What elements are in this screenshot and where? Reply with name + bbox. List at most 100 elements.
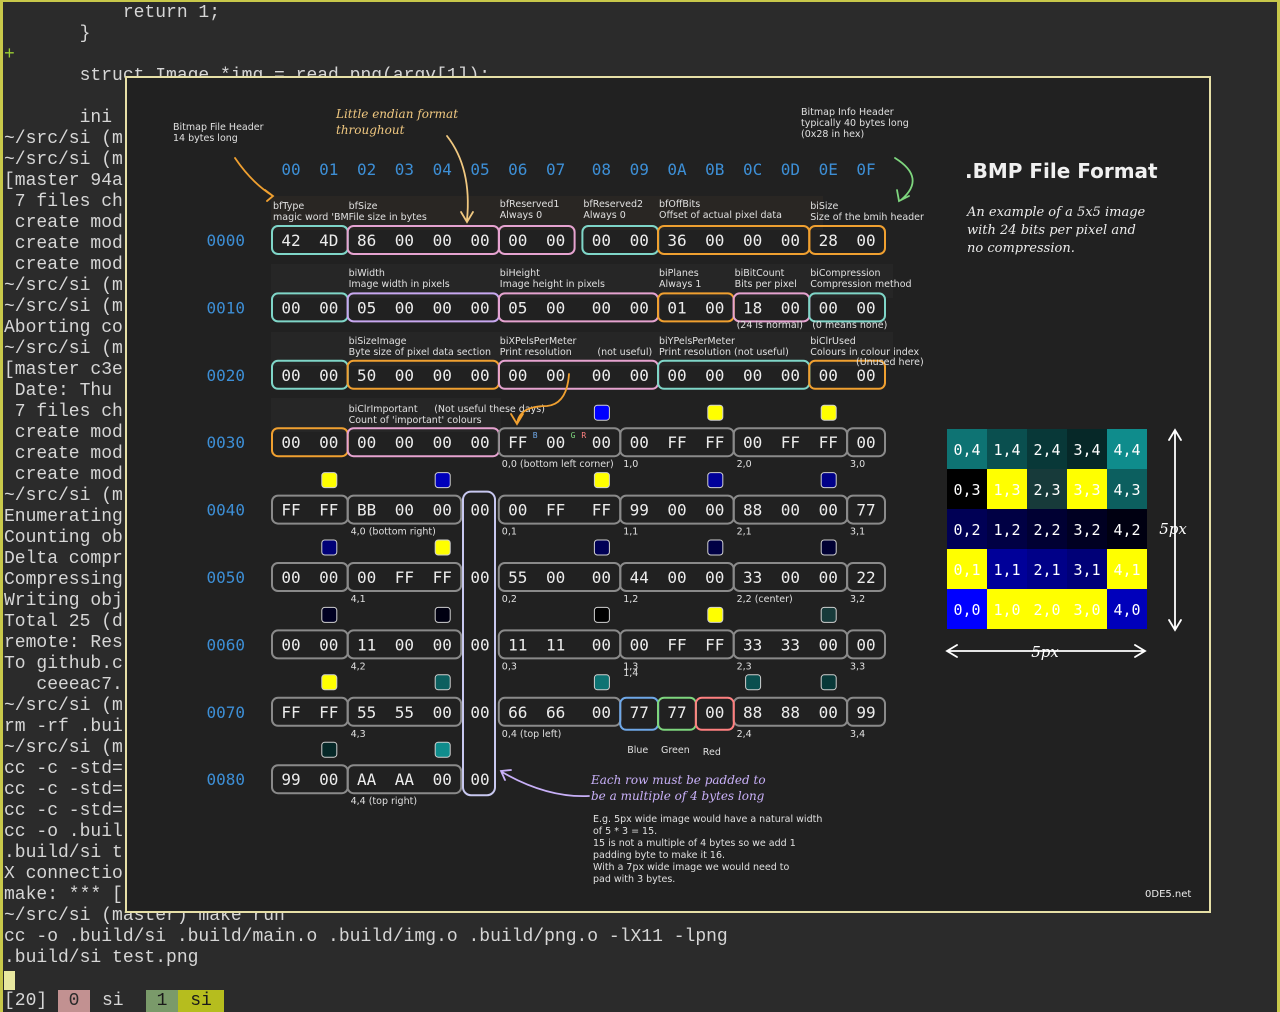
pixel-grid-label: 1,1 [993, 561, 1020, 579]
pixel-colour-swatch [434, 674, 451, 691]
red-label: Red [703, 747, 721, 758]
pixel-box [846, 494, 886, 525]
field-annotation: Bits per pixel [735, 279, 797, 290]
hex-byte: FF [433, 568, 452, 587]
hex-byte: FF [781, 433, 800, 452]
window-0-name[interactable]: si [102, 991, 124, 1011]
column-header: 0C [743, 160, 762, 179]
field-annotation: Compression method [810, 279, 911, 290]
pixel-coordinate-label: 1,1 [623, 527, 638, 538]
padding-detail: 15 is not a multiple of 4 bytes so we ad… [593, 838, 796, 849]
hex-byte: 00 [433, 298, 452, 317]
hex-byte: FF [667, 635, 686, 654]
hex-byte: FF [508, 433, 527, 452]
row-header: 0000 [206, 231, 245, 250]
pixel-coordinate-label: 0,3 [502, 661, 517, 672]
window-1-index[interactable]: 1 [146, 990, 178, 1012]
hex-byte: 00 [781, 231, 800, 250]
diagram-description: An example of a 5x5 image [966, 205, 1146, 220]
hex-byte: 00 [357, 433, 376, 452]
field-annotation: biHeight [500, 268, 540, 279]
pixel-coordinate-label: 3,3 [850, 661, 865, 672]
pixel-grid-label: 4,4 [1113, 441, 1140, 459]
hex-byte: 00 [705, 703, 724, 722]
pixel-grid-cell [947, 469, 987, 509]
hex-byte: 11 [508, 635, 527, 654]
hex-byte: 55 [395, 703, 414, 722]
pixel-colour-swatch [593, 404, 610, 421]
hex-byte: FF [705, 635, 724, 654]
hex-byte: 00 [319, 366, 338, 385]
field-annotation: Image height in pixels [500, 279, 605, 290]
hex-byte: 66 [546, 703, 565, 722]
pixel-box [846, 629, 886, 660]
hex-byte: 00 [395, 501, 414, 520]
field-note: (not useful) [597, 347, 652, 358]
field-annotation: biYPelsPerMeter [659, 336, 735, 347]
field-annotation: (0x28 in hex) [801, 129, 864, 140]
hex-byte: 00 [705, 568, 724, 587]
blue-superscript: B [533, 431, 538, 440]
pixel-coordinate-label: 3,4 [850, 729, 865, 740]
pixel-box [346, 696, 463, 727]
row-header: 0080 [206, 770, 245, 789]
hex-byte: 00 [592, 433, 611, 452]
hex-byte: 00 [546, 433, 565, 452]
green-superscript: G [571, 431, 576, 440]
hex-byte: 00 [705, 366, 724, 385]
padding-column-box [462, 490, 496, 797]
pixel-grid-label: 2,2 [1033, 521, 1060, 539]
terminal-line: } [4, 24, 91, 44]
file-header-arrow [234, 157, 275, 202]
hex-byte: 00 [781, 366, 800, 385]
hex-byte: 00 [395, 433, 414, 452]
pixel-coordinate-label: 1,4 [623, 668, 638, 679]
pixel-coordinate-label: 0,0 (bottom left corner) [502, 459, 614, 470]
pixel-grid-cell [1067, 469, 1107, 509]
hex-byte: 00 [819, 366, 838, 385]
pixel-grid-cell [1027, 469, 1067, 509]
pixel-colour-swatch [321, 674, 338, 691]
pixel-grid-label: 4,0 [1113, 601, 1140, 619]
hex-byte: FF [819, 433, 838, 452]
hex-byte: 00 [470, 366, 489, 385]
hex-byte: FF [281, 703, 300, 722]
column-header: 06 [508, 160, 527, 179]
window-0-index[interactable]: 0 [58, 990, 90, 1012]
pixel-grid-cell [1107, 469, 1147, 509]
hex-byte: 00 [470, 298, 489, 317]
window-1-name[interactable]: si [178, 990, 224, 1012]
hex-byte: 00 [508, 366, 527, 385]
hex-byte: 00 [433, 231, 452, 250]
pixel-grid-cell [947, 549, 987, 589]
terminal-line: ~/src/si (m [4, 339, 123, 359]
field-annotation: bfOffBits [659, 199, 700, 210]
field-annotation: Offset of actual pixel data [659, 210, 782, 221]
field-annotation: biSize [810, 201, 838, 212]
hex-byte: 77 [856, 501, 875, 520]
field-annotation: biSizeImage [349, 336, 407, 347]
pixel-coordinate-label: 0,1 [502, 527, 517, 538]
field-annotation: Always 1 [659, 279, 701, 290]
hex-byte: 00 [856, 298, 875, 317]
pixel-colour-swatch [820, 472, 837, 489]
pixel-grid-cell [1067, 549, 1107, 589]
terminal-line: create mod [4, 444, 123, 464]
hex-byte: 00 [705, 501, 724, 520]
pixel-grid-label: 0,1 [953, 561, 980, 579]
hex-byte: 36 [667, 231, 686, 250]
hex-byte: FF [319, 501, 338, 520]
pixel-colour-swatch [321, 741, 338, 758]
column-header: 02 [357, 160, 376, 179]
pixel-grid-label: 3,3 [1073, 481, 1100, 499]
field-annotation: Count of 'important' colours [349, 415, 482, 426]
pixel-colour-swatch [321, 539, 338, 556]
pixel-grid-label: 1,3 [993, 481, 1020, 499]
pixel-colour-swatch [321, 606, 338, 623]
terminal-line: create mod [4, 465, 123, 485]
hex-byte: 50 [357, 366, 376, 385]
pixel-colour-swatch [820, 539, 837, 556]
hex-byte: 4D [319, 231, 338, 250]
field-annotation: Byte size of pixel data section [349, 347, 491, 358]
